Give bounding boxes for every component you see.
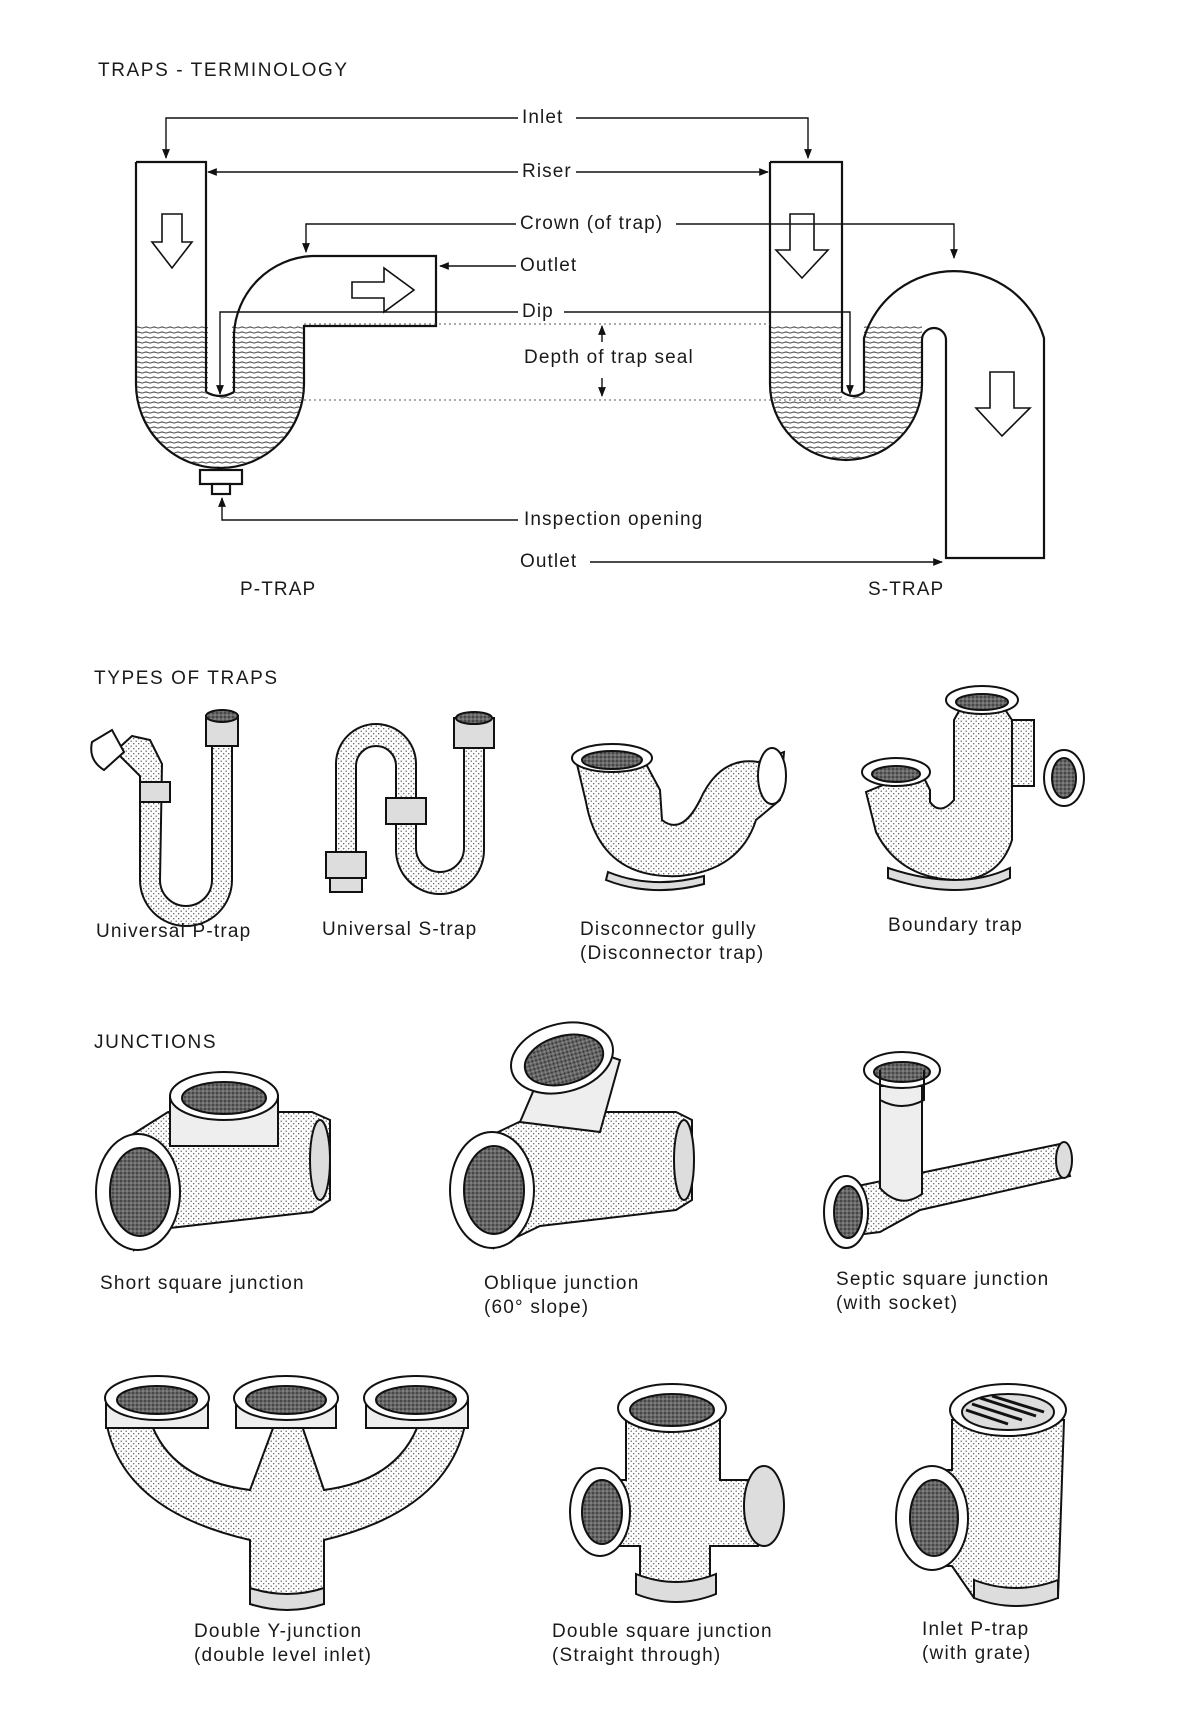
short-square-junction-drawing (95, 1071, 331, 1252)
label-inspection-opening: Inspection opening (524, 509, 704, 530)
p-trap-drawing (134, 160, 438, 496)
label-inlet: Inlet (522, 107, 564, 128)
type-caption-universal-p-trap: Universal P-trap (96, 921, 252, 942)
junction-caption-inlet-p-trap: Inlet P-trap (with grate) (922, 1619, 1032, 1664)
label-dip: Dip (522, 301, 554, 322)
s-trap-caption: S-TRAP (868, 579, 945, 600)
junction-caption-double-square: Double square junction (Straight through… (552, 1621, 773, 1666)
oblique-junction-drawing (449, 1021, 695, 1250)
p-trap-caption: P-TRAP (240, 579, 317, 600)
type-caption-universal-s-trap: Universal S-trap (322, 919, 478, 940)
double-y-junction-drawing (104, 1375, 469, 1611)
water-level-lines (234, 323, 842, 401)
label-crown: Crown (of trap) (520, 213, 664, 234)
label-outlet-s: Outlet (520, 551, 578, 572)
universal-s-trap-drawing (325, 711, 495, 895)
double-square-junction-drawing (569, 1383, 785, 1603)
type-caption-disconnector-gully: Disconnector gully (Disconnector trap) (580, 919, 765, 964)
label-depth-of-trap-seal: Depth of trap seal (524, 347, 694, 368)
universal-p-trap-drawing (90, 709, 239, 927)
inlet-p-trap-drawing (895, 1383, 1067, 1607)
junction-caption-short-square: Short square junction (100, 1273, 305, 1294)
label-riser: Riser (522, 161, 572, 182)
junction-caption-double-y: Double Y-junction (double level inlet) (194, 1621, 373, 1666)
label-outlet-p: Outlet (520, 255, 578, 276)
types-heading: TYPES OF TRAPS (94, 668, 279, 689)
s-trap-drawing (768, 160, 1046, 560)
terminology-heading: TRAPS - TERMINOLOGY (98, 60, 349, 81)
boundary-trap-drawing (861, 685, 1085, 891)
septic-square-junction-drawing (823, 1051, 1073, 1249)
leader-lines (162, 117, 958, 566)
disconnector-gully-drawing (571, 743, 787, 892)
type-caption-boundary-trap: Boundary trap (888, 915, 1023, 936)
junctions-heading: JUNCTIONS (94, 1032, 218, 1053)
junction-caption-oblique: Oblique junction (60° slope) (484, 1273, 640, 1318)
junction-caption-septic-square: Septic square junction (with socket) (836, 1269, 1050, 1314)
